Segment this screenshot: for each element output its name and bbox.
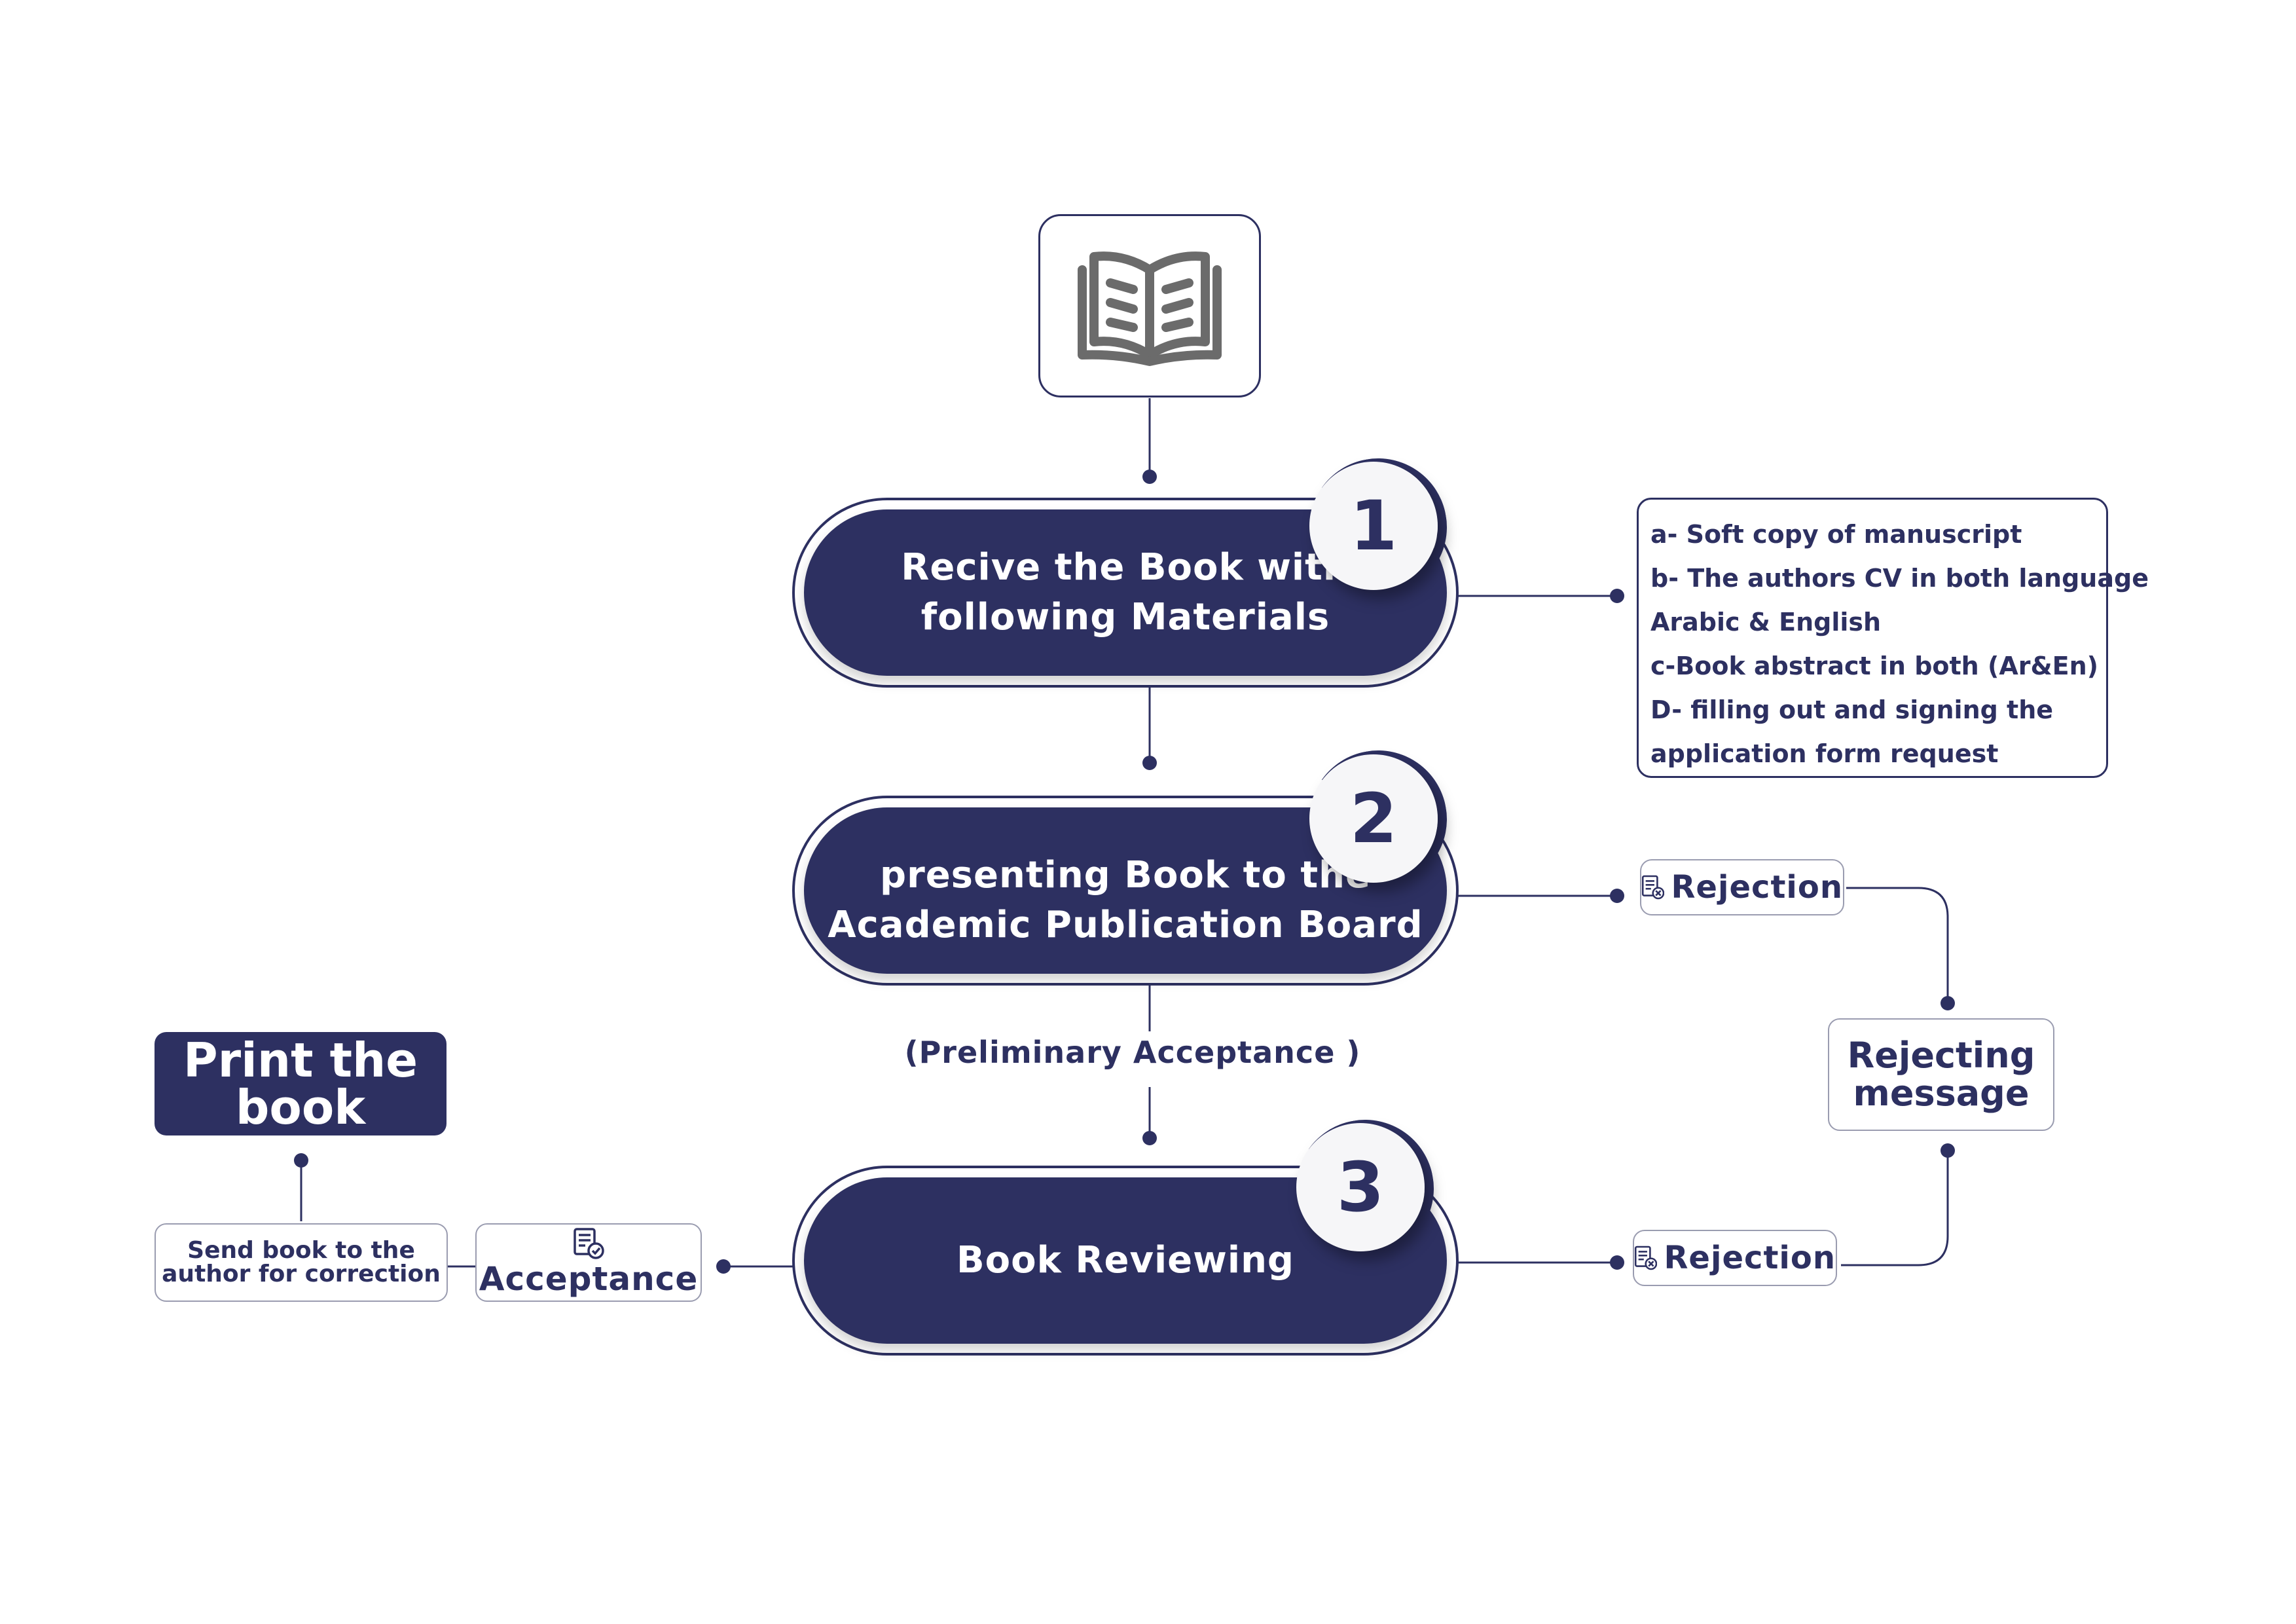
material-item: application form request [1650,739,1999,768]
acceptance-box: Acceptance [475,1223,702,1302]
send-back-box: Send book to the author for correction [155,1223,448,1302]
document-reject-icon [1634,1246,1658,1270]
material-item: Arabic & English [1650,608,1882,637]
rejection-label-2: Rejection [1664,1240,1836,1276]
material-item: a- Soft copy of manuscript [1650,520,2022,549]
acceptance-label: Acceptance [479,1260,699,1298]
book-icon-box [1038,214,1261,397]
step-3-pill: Book Reviewing [792,1166,1459,1356]
materials-list: a- Soft copy of manuscript b- The author… [1637,498,2149,778]
print-book-box: Print the book [155,1032,446,1135]
step-3-number: 3 [1296,1123,1425,1251]
step-1-title: Recive the Book with following Materials [804,509,1447,676]
preliminary-acceptance-label: (Preliminary Acceptance ) [904,1035,1361,1070]
document-check-icon [574,1228,604,1259]
step-2-number: 2 [1309,754,1438,883]
rejection-box-1: Rejection [1640,859,1844,915]
document-reject-icon [1641,875,1665,900]
material-item: c-Book abstract in both (Ar&En) [1650,652,2098,680]
rejecting-message-box: Rejecting message [1828,1018,2054,1131]
step-1-pill: Recive the Book with following Materials [792,498,1459,688]
open-book-icon [1078,251,1222,366]
material-item: D- filling out and signing the [1650,695,2054,724]
material-item: b- The authors CV in both language [1650,564,2149,593]
step-1-number: 1 [1309,462,1438,590]
rejection-label-1: Rejection [1671,869,1843,906]
rejection-box-2: Rejection [1633,1230,1837,1286]
